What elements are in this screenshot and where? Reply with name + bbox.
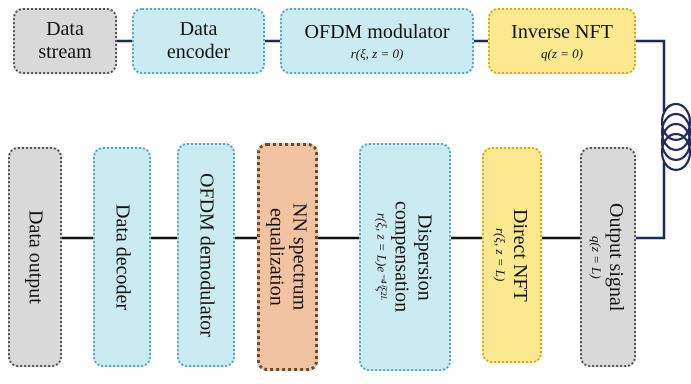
inverse-nft-math: q(z = 0) [541, 45, 583, 61]
data-encoder-block: Data encoder [132, 8, 265, 74]
output-signal-block: Output signal q(z = L) [580, 147, 636, 367]
wire-fiber-output [636, 162, 666, 240]
data-decoder-block: Data decoder [93, 147, 151, 367]
output-signal-math: q(z = L) [589, 235, 604, 279]
ofdm-modulator-block: OFDM modulator r(ξ, z = 0) [280, 8, 474, 74]
dispersion-compensation-math: r(ξ, z = L)e⁻⁴ⁱξ²ᴸ [374, 213, 390, 301]
dispersion-compensation-block: Dispersion compensation r(ξ, z = L)e⁻⁴ⁱξ… [359, 143, 451, 371]
data-decoder-label: Data decoder [111, 203, 134, 311]
output-signal-label: Output signal [605, 202, 627, 312]
ofdm-demodulator-block: OFDM demodulator [177, 143, 235, 367]
wire-inft-fiber [636, 39, 666, 112]
inverse-nft-label: Inverse NFT [511, 20, 613, 43]
data-output-block: Data output [8, 147, 62, 367]
ofdm-demodulator-label: OFDM demodulator [195, 173, 218, 337]
ofdm-modulator-label: OFDM modulator [304, 20, 450, 43]
dispersion-compensation-label: Dispersion compensation [390, 201, 436, 313]
fiber-coil-icon [660, 102, 691, 172]
inverse-nft-block: Inverse NFT q(z = 0) [488, 8, 636, 74]
direct-nft-math: r(ξ, z = L) [493, 228, 508, 282]
data-encoder-label: Data encoder [166, 18, 231, 63]
direct-nft-label: Direct NFT [509, 208, 531, 302]
nn-equalization-label: NN spectrum equalization [265, 203, 311, 311]
data-stream-label: Data stream [38, 18, 92, 63]
nn-equalization-block: NN spectrum equalization [257, 143, 318, 371]
data-output-label: Data output [24, 210, 47, 304]
data-stream-block: Data stream [13, 8, 117, 74]
direct-nft-block: Direct NFT r(ξ, z = L) [482, 147, 542, 363]
ofdm-modulator-math: r(ξ, z = 0) [350, 45, 404, 61]
